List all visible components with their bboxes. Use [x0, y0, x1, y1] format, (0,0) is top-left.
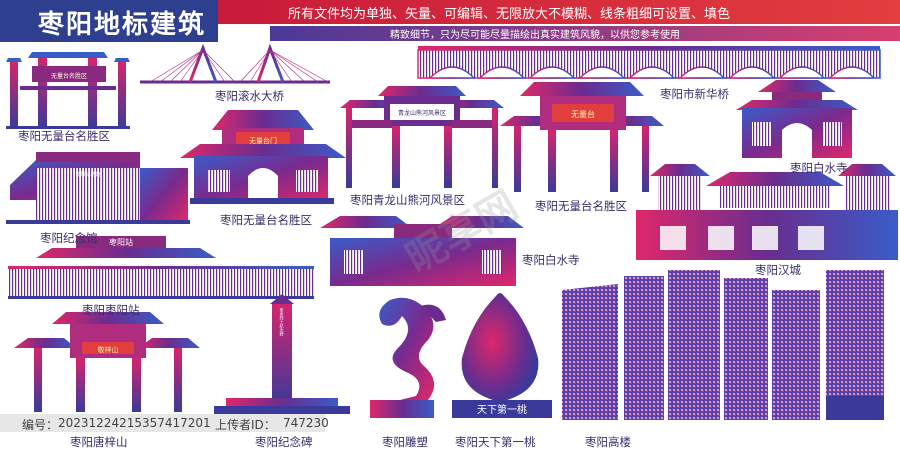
memorial-hall-illustration: 枣阳纪念馆 [6, 152, 190, 224]
highrise-illustration [562, 270, 884, 420]
qinglong-gate-illustration: 青龙山熊河风景区 [340, 86, 504, 188]
label-hancheng: 枣阳汉城 [755, 263, 801, 277]
wuliangtai-gate-sign: 无量台名胜区 [51, 72, 87, 80]
baishui-temple-illustration [736, 80, 858, 158]
uploader-label: 上传者ID： [215, 418, 276, 432]
number-label: 编号： [22, 418, 59, 432]
gunshui-bridge-illustration [140, 43, 330, 84]
wuliangtai-temple-illustration: 无量台门 [180, 110, 346, 204]
peach-illustration: 天下第一桃 [452, 293, 552, 418]
sculpture-illustration [370, 297, 446, 418]
label-wuliangtai-1: 枣阳无量台名胜区 [18, 129, 110, 143]
xinhua-bridge-illustration [417, 46, 881, 79]
tangzishan-sign: 敬梓山 [98, 345, 119, 354]
label-monument: 枣阳纪念碑 [255, 435, 313, 449]
footer-bar: 编号： 20231224215357417201 上传者ID： 747230 [0, 414, 329, 432]
subtitle-bar: 精致细节，只为尽可能尽量描绘出真实建筑风貌，以供您参考使用 [270, 26, 900, 41]
label-qinglong: 枣阳青龙山熊河风景区 [350, 193, 465, 207]
tagline-bar: 所有文件均为单独、矢量、可编辑、无限放大不模糊、线条粗细可设置、填色 [218, 0, 900, 24]
label-wuliangtai-3: 枣阳无量台名胜区 [535, 199, 627, 213]
label-memorial-hall: 枣阳纪念馆 [40, 231, 98, 245]
wuliangtai-gate-illustration: 无量台名胜区 [6, 52, 130, 129]
tangzishan-gate-illustration: 敬梓山 [14, 312, 200, 412]
hancheng-illustration [636, 164, 898, 260]
peach-text: 天下第一桃 [477, 403, 527, 416]
label-sculpture: 枣阳雕塑 [382, 435, 428, 449]
number-value: 20231224215357417201 [58, 416, 211, 430]
label-baishui-1: 枣阳白水寺 [790, 161, 848, 175]
label-wuliangtai-2: 枣阳无量台名胜区 [220, 213, 312, 227]
uploader-value: 747230 [283, 416, 329, 430]
station-sign: 枣阳站 [109, 237, 133, 247]
label-gunshui-bridge: 枣阳滚水大桥 [215, 89, 284, 103]
subtitle-text: 精致细节，只为尽可能尽量描绘出真实建筑风貌，以供您参考使用 [390, 30, 680, 41]
wuliangtai-arch-illustration: 无量台 [500, 82, 664, 192]
label-station: 枣阳枣阳站 [82, 303, 140, 317]
label-xinhua-bridge: 枣阳市新华桥 [660, 87, 729, 101]
monument-illustration: 革命烈士纪念碑 [214, 294, 350, 414]
label-highrise: 枣阳高楼 [585, 435, 631, 449]
station-illustration: 枣阳站 [8, 236, 314, 299]
memorial-sign: 枣阳纪念馆 [75, 171, 100, 178]
tagline-text: 所有文件均为单独、矢量、可编辑、无限放大不模糊、线条粗细可设置、填色 [288, 7, 731, 22]
wuliangtai-temple-sign: 无量台门 [249, 136, 277, 145]
label-tangzishan: 枣阳唐梓山 [70, 435, 128, 449]
monument-text: 革命烈士纪念碑 [280, 307, 285, 337]
qinglong-gate-sign: 青龙山熊河风景区 [398, 109, 446, 117]
label-baishui-2: 枣阳白水寺 [522, 253, 580, 267]
page-title: 枣阳地标建筑 [38, 10, 207, 40]
title-block: 枣阳地标建筑 [0, 0, 218, 42]
header-banner: 枣阳地标建筑 所有文件均为单独、矢量、可编辑、无限放大不模糊、线条粗细可设置、填… [0, 0, 900, 42]
baishui-temple-2-illustration [320, 216, 524, 286]
wuliangtai-arch-sign: 无量台 [571, 109, 595, 119]
label-peach: 枣阳天下第一桃 [455, 435, 536, 449]
